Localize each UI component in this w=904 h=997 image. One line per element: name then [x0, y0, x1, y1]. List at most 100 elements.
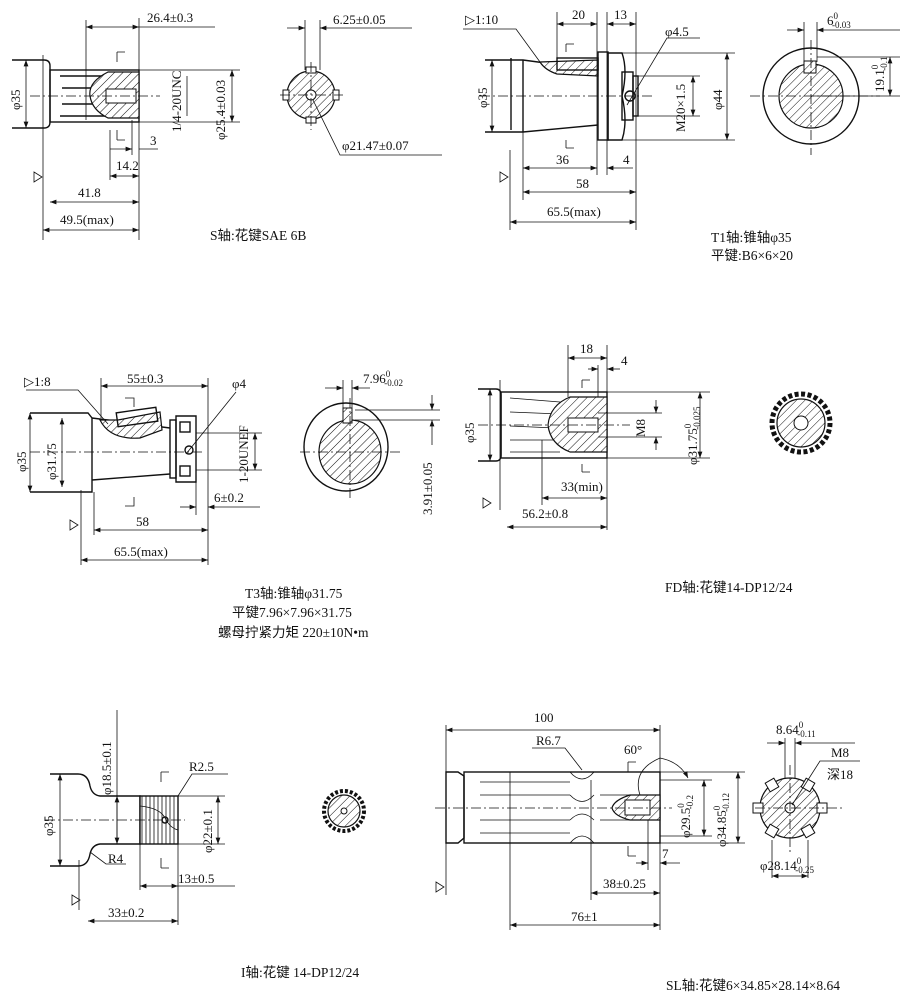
- s-dim-dia-2147: φ21.47±0.07: [342, 138, 409, 153]
- t1-dim-key-height: 19.10-0.1: [870, 57, 889, 93]
- sl-key-width-lower: -0.11: [797, 729, 815, 739]
- sl-dim-key-width: 8.640-0.11: [776, 720, 816, 739]
- t3-dim-taper: ▷1:8: [24, 374, 51, 389]
- t1-shaft-caption-2: 平键:B6×6×20: [711, 248, 793, 263]
- sl-dim-100: 100: [534, 710, 554, 725]
- s-shaft-end-view: [280, 20, 442, 156]
- fd-dia-3175-value: φ31.75: [685, 428, 700, 465]
- sl-dia-2814-upper: 0: [797, 856, 802, 866]
- sl-dim-dia-295: φ29.50-0.2: [676, 795, 695, 838]
- i-dim-dia-35: φ35: [41, 815, 56, 836]
- sl-dia-3485-upper: 0: [712, 805, 722, 810]
- s-dim-width: 6.25±0.05: [333, 12, 386, 27]
- sl-dim-r67: R6.7: [536, 733, 561, 748]
- t1-dim-13: 13: [614, 7, 627, 22]
- t1-key-height-lower: -0.1: [879, 57, 889, 71]
- s-dim-dia-35: φ35: [8, 89, 23, 110]
- t3-shaft-caption-2: 平键7.96×7.96×31.75: [232, 605, 352, 620]
- t3-key-width-lower: -0.02: [384, 378, 403, 388]
- sl-shaft-side-view: [435, 725, 745, 930]
- i-shaft-caption: I轴:花键 14-DP12/24: [241, 965, 359, 980]
- t1-dim-4: 4: [623, 152, 630, 167]
- fd-dim-4: 4: [621, 353, 628, 368]
- sl-dim-angle: 60°: [624, 742, 642, 757]
- t1-dim-dia-44: φ44: [710, 89, 725, 110]
- sl-dia-295-value: φ29.5: [678, 808, 693, 838]
- t1-dim-key-width: 60-0.03: [827, 11, 851, 30]
- sl-dim-38: 38±0.25: [603, 876, 646, 891]
- fd-dim-dia-35: φ35: [462, 422, 477, 443]
- i-dim-r25: R2.5: [189, 759, 214, 774]
- i-dim-33: 33±0.2: [108, 905, 144, 920]
- t3-dim-55: 55±0.3: [127, 371, 163, 386]
- i-shaft-side-view: [45, 710, 235, 925]
- t3-dim-655: 65.5(max): [114, 544, 168, 559]
- t3-key-width-upper: 0: [386, 369, 391, 379]
- s-dim-length: 26.4±0.3: [147, 10, 193, 25]
- t3-shaft-caption-3: 螺母拧紧力矩 220±10N•m: [218, 625, 369, 640]
- t1-key-width-value: 6: [827, 13, 834, 28]
- t1-key-height-value: 19.1: [872, 69, 887, 92]
- t1-key-width-upper: 0: [834, 11, 839, 21]
- s-dim-dia-254: φ25.4±0.03: [213, 80, 228, 140]
- sl-dim-thread: M8: [831, 745, 849, 760]
- sl-dim-dia-3485: φ34.850-0.12: [712, 793, 731, 847]
- fd-dia-3175-lower: -0.025: [692, 406, 702, 430]
- sl-shaft-end-view: [752, 738, 860, 879]
- t1-dim-dia-45: φ4.5: [665, 24, 689, 39]
- t1-dim-thread: M20×1.5: [673, 84, 688, 132]
- sl-dim-dia-2814: φ28.140-0.25: [760, 856, 815, 875]
- t1-shaft-caption-1: T1轴:锥轴φ35: [711, 230, 792, 245]
- t1-dim-20: 20: [572, 7, 585, 22]
- t1-dim-58: 58: [576, 176, 589, 191]
- fd-dim-18: 18: [580, 341, 593, 356]
- fd-shaft-side-view: [478, 345, 710, 530]
- i-dim-13: 13±0.5: [178, 871, 214, 886]
- sl-dia-295-upper: 0: [676, 803, 686, 808]
- fd-dim-33: 33(min): [561, 479, 603, 494]
- fd-dim-dia-3175: φ31.750-0.025: [683, 406, 702, 465]
- t3-shaft-caption-1: T3轴:锥轴φ31.75: [245, 586, 343, 601]
- t1-dim-655: 65.5(max): [547, 204, 601, 219]
- t3-shaft-side-view: [26, 378, 262, 565]
- sl-shaft-caption: SL轴:花键6×34.85×28.14×8.64: [666, 978, 840, 993]
- fd-dim-562: 56.2±0.8: [522, 506, 568, 521]
- t3-shaft-end-view: [300, 380, 440, 500]
- sl-dia-295-lower: -0.2: [685, 795, 695, 809]
- t3-dim-dia-4: φ4: [232, 376, 247, 391]
- t1-key-width-lower: -0.03: [832, 20, 851, 30]
- t1-key-height-upper: 0: [870, 64, 880, 69]
- fd-dia-3175-upper: 0: [683, 423, 693, 428]
- t3-key-width-value: 7.96: [363, 371, 386, 386]
- t3-dim-key-height: 3.91±0.05: [420, 462, 435, 515]
- t3-dim-58: 58: [136, 514, 149, 529]
- sl-dia-2814-value: φ28.14: [760, 858, 797, 873]
- sl-dia-3485-value: φ34.85: [714, 810, 729, 847]
- sl-dim-depth: 深18: [827, 767, 853, 782]
- sl-dim-76: 76±1: [571, 909, 598, 924]
- s-dim-142: 14.2: [116, 158, 139, 173]
- i-dim-dia-185: φ18.5±0.1: [99, 741, 114, 795]
- s-shaft-caption: S轴:花键SAE 6B: [210, 228, 306, 243]
- t3-dim-6: 6±0.2: [214, 490, 244, 505]
- s-dim-495: 49.5(max): [60, 212, 114, 227]
- s-dim-3: 3: [150, 133, 157, 148]
- fd-gear-end-view: [769, 391, 833, 455]
- s-shaft-side-view: [12, 18, 240, 240]
- i-dim-dia-22: φ22±0.1: [200, 809, 215, 853]
- sl-dim-7: 7: [662, 846, 669, 861]
- t1-shaft-end-view: [750, 22, 900, 155]
- sl-key-width-upper: 0: [799, 720, 804, 730]
- t3-dim-key-width: 7.960-0.02: [363, 369, 403, 388]
- sl-key-width-value: 8.64: [776, 722, 799, 737]
- fd-dim-thread: M8: [633, 419, 648, 437]
- s-dim-418: 41.8: [78, 185, 101, 200]
- s-dim-thread: 1/4-20UNC: [169, 71, 184, 132]
- sl-dia-3485-lower: -0.12: [721, 793, 731, 812]
- sl-dia-2814-lower: -0.25: [795, 865, 814, 875]
- t1-dim-dia-35: φ35: [475, 87, 490, 108]
- i-gear-end-view: [322, 789, 366, 833]
- t3-dim-thread: 1-20UNEF: [236, 425, 251, 483]
- i-dim-r4: R4: [108, 851, 124, 866]
